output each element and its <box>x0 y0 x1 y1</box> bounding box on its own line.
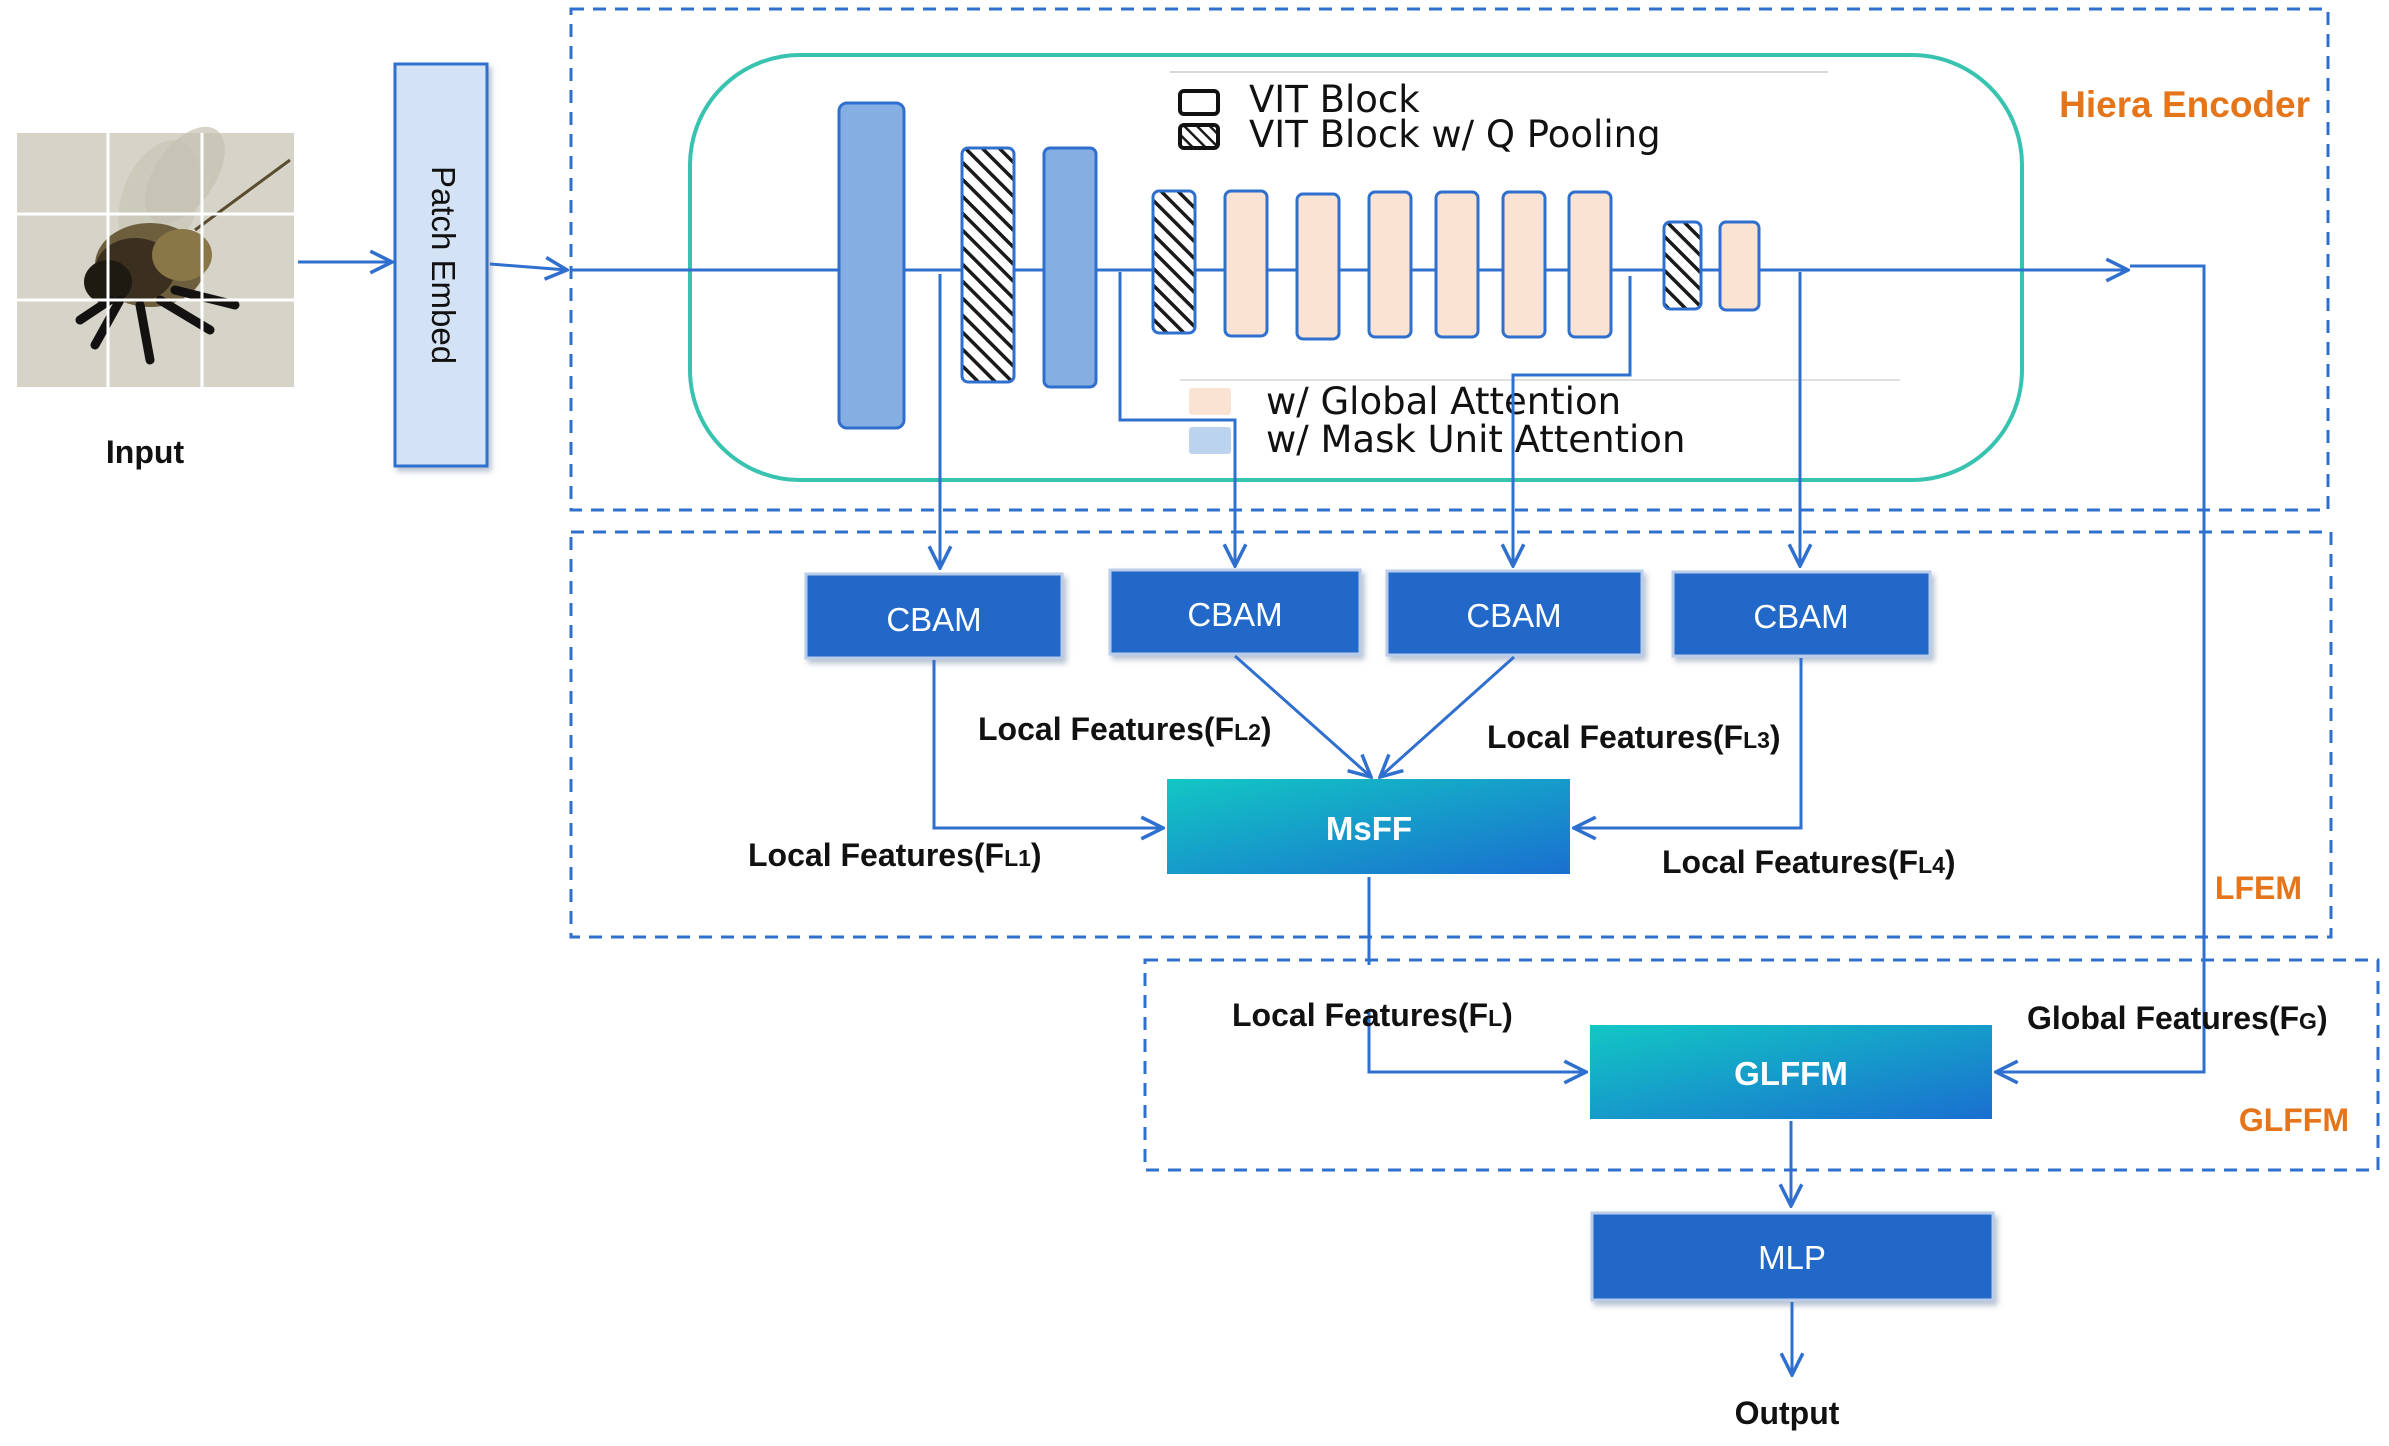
svg-text:MsFF: MsFF <box>1326 810 1412 847</box>
encoder-container <box>688 53 2024 482</box>
lfem-label: LFEM <box>2215 870 2302 906</box>
cbam-1: CBAM <box>804 572 1064 660</box>
q-pooling-block <box>1662 220 1703 311</box>
cbam-2: CBAM <box>1108 568 1362 656</box>
hiera-encoder-region <box>569 7 2330 512</box>
mlp-box: MLP <box>1590 1211 1995 1302</box>
global-attention-block <box>1295 192 1341 341</box>
q-pooling-block <box>960 146 1016 384</box>
svg-text:CBAM: CBAM <box>1187 596 1282 633</box>
q-pooling-block <box>1151 189 1197 335</box>
legend-global-attention: w/ Global Attention <box>1266 380 1621 423</box>
feature-label-fl2: Local Features(FL2) <box>978 711 1272 747</box>
legend-vit-block: VIT Block <box>1249 78 1420 121</box>
local-features-arrow <box>1367 877 1586 1072</box>
legend-mask-unit-attention: w/ Mask Unit Attention <box>1266 418 1685 461</box>
global-attention-block <box>1367 190 1413 339</box>
svg-text:CBAM: CBAM <box>1753 598 1848 635</box>
cbam-4: CBAM <box>1671 570 1932 658</box>
patch-to-encoder-arrow <box>489 264 567 270</box>
svg-text:CBAM: CBAM <box>886 601 981 638</box>
fl3-arrow <box>1380 655 1516 777</box>
legend-global-attention-icon <box>1189 388 1231 415</box>
global-attention-block <box>1434 190 1480 339</box>
fl4-arrow <box>1574 658 1803 828</box>
feature-label-fl3: Local Features(FL3) <box>1487 719 1781 755</box>
input-image <box>17 126 294 387</box>
svg-text:GLFFM: GLFFM <box>1734 1055 1848 1092</box>
patch-embed-label: Patch Embed <box>425 166 462 364</box>
fl2-arrow <box>1234 654 1371 777</box>
patch-embed-box <box>393 62 489 468</box>
glffm-box: GLFFM <box>1590 1025 1992 1119</box>
legend-q-pooling-icon <box>1178 123 1220 150</box>
global-attention-block <box>1718 220 1761 312</box>
feature-label-fl1: Local Features(FL1) <box>748 837 1042 873</box>
feature-label-fg: Global Features(FG) <box>2027 1000 2328 1036</box>
output-label: Output <box>1735 1395 1840 1431</box>
global-features-arrow <box>1996 264 2206 1072</box>
legend-q-pooling: VIT Block w/ Q Pooling <box>1249 113 1661 156</box>
glffm-region-label: GLFFM <box>2239 1102 2349 1138</box>
encoder-blocks <box>837 101 1761 430</box>
mask-unit-block <box>1042 146 1098 389</box>
feature-label-fl: Local Features(FL) <box>1232 997 1513 1033</box>
feature-label-fl4: Local Features(FL4) <box>1662 844 1956 880</box>
svg-text:CBAM: CBAM <box>1466 597 1561 634</box>
fl1-arrow <box>932 660 1163 828</box>
global-attention-block <box>1567 190 1613 339</box>
hiera-encoder-label: Hiera Encoder <box>2059 84 2310 125</box>
global-attention-block <box>1501 190 1547 339</box>
mask-unit-block <box>837 101 906 430</box>
global-attention-block <box>1223 189 1269 338</box>
legend-mask-unit-icon <box>1189 427 1231 454</box>
input-label: Input <box>106 434 185 470</box>
legend-vit-block-icon <box>1178 89 1220 116</box>
tap-arrow-2 <box>1118 272 1235 566</box>
svg-text:MLP: MLP <box>1758 1239 1826 1276</box>
cbam-3: CBAM <box>1385 569 1644 657</box>
lfem-region <box>569 530 2333 939</box>
glffm-region <box>1143 958 2380 1172</box>
tap-arrow-3 <box>1513 276 1632 566</box>
msff-box: MsFF <box>1167 779 1570 874</box>
